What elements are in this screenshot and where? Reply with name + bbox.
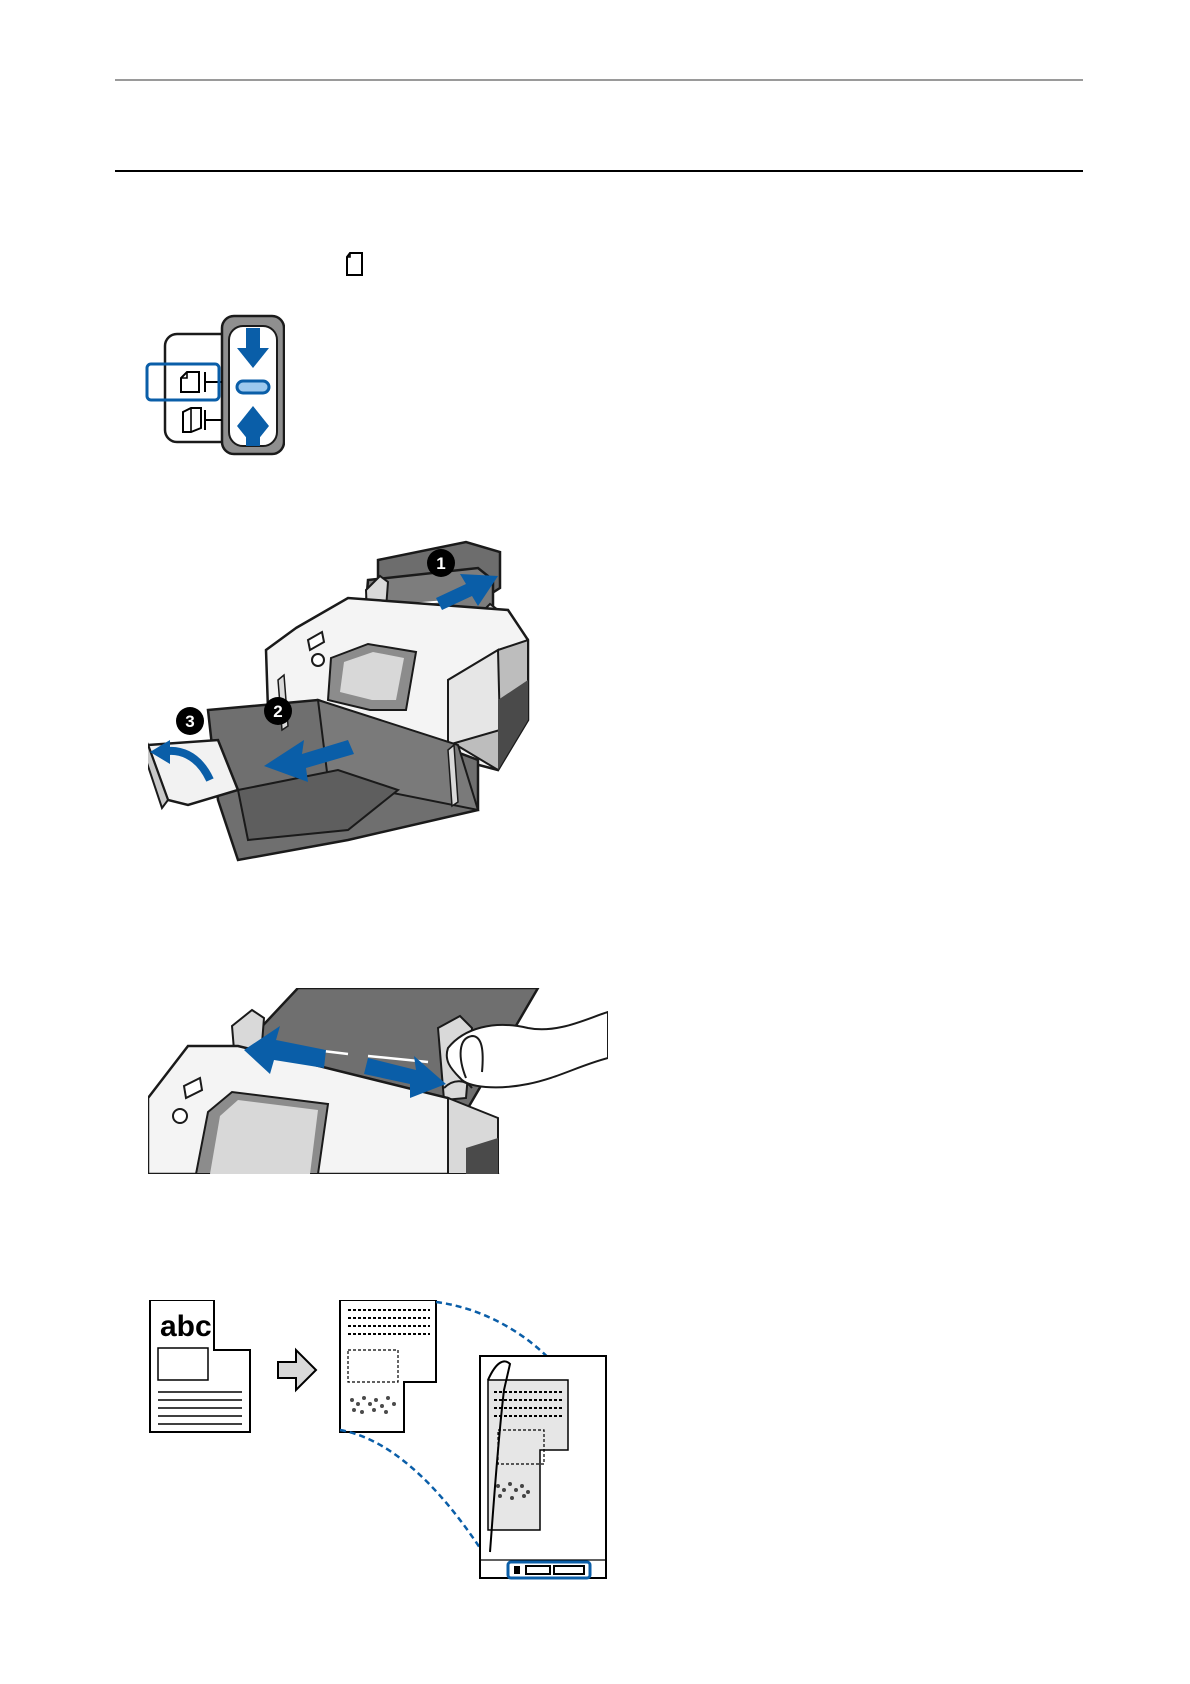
power-button[interactable] (173, 1109, 187, 1123)
section-heading-rule (115, 170, 1083, 172)
mode-switch-figure (145, 312, 285, 457)
arrow-right-icon (278, 1350, 316, 1390)
slider-knob[interactable] (237, 381, 269, 393)
control-panel-screen[interactable] (196, 1092, 328, 1174)
step-badge-1: 1 (427, 549, 455, 577)
svg-text:3: 3 (185, 712, 194, 731)
carrier-sheet-figure: abc (148, 1300, 608, 1580)
original-document: abc (150, 1300, 250, 1432)
step-badge-2: 2 (264, 697, 292, 725)
svg-text:2: 2 (273, 702, 282, 721)
step-badge-3: 3 (176, 707, 204, 735)
folded-document (340, 1300, 436, 1432)
control-panel-screen[interactable] (328, 644, 416, 710)
thin-paper-mode-icon (344, 250, 366, 278)
edge-guides-figure (148, 988, 608, 1174)
scanner-extend-figure: 1 2 3 (148, 540, 578, 910)
header-thin-rule (115, 79, 1083, 81)
power-button[interactable] (312, 654, 324, 666)
svg-text:1: 1 (436, 554, 445, 573)
svg-text:abc: abc (160, 1310, 212, 1343)
carrier-sheet-icon (480, 1356, 606, 1578)
